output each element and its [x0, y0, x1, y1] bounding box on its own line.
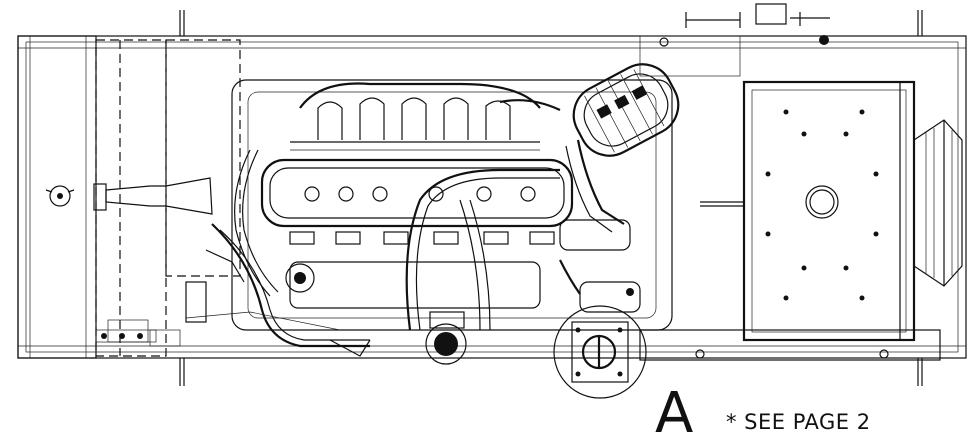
radiator: [17, 35, 241, 359]
hoses: [185, 99, 581, 357]
see-page-note: * SEE PAGE 2: [726, 410, 871, 434]
detail-a-label: A: [655, 381, 694, 446]
detail-a-callout-circle: [553, 281, 647, 399]
generator-housing: [639, 3, 963, 342]
air-cleaner: [559, 63, 680, 251]
base-frame: [17, 10, 967, 386]
lower-fittings: [95, 249, 245, 343]
engine-block: [231, 79, 673, 365]
